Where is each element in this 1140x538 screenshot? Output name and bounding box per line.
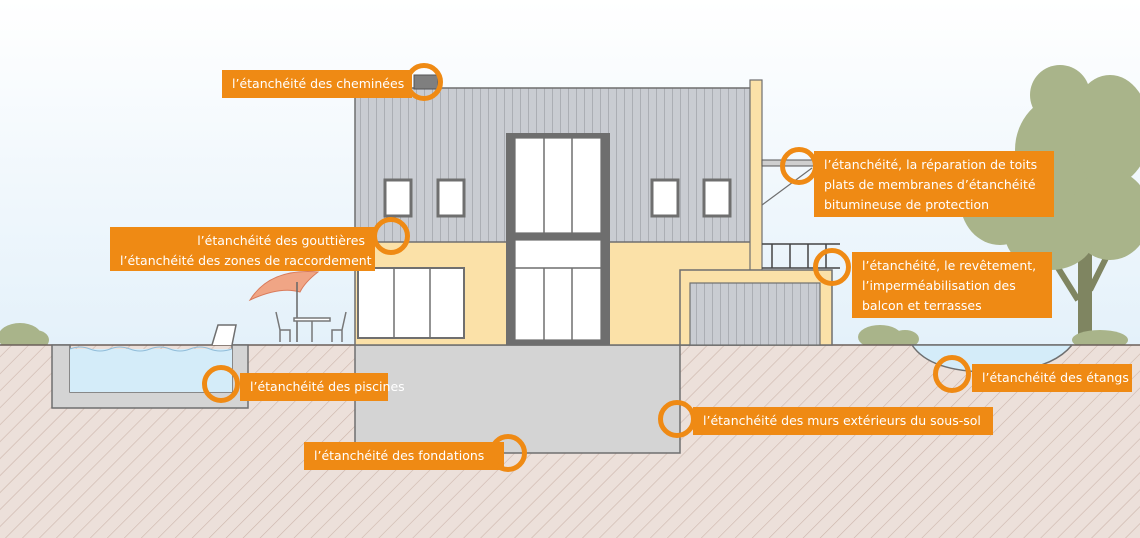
- terrace-furniture: [248, 271, 347, 342]
- basement: [354, 344, 681, 454]
- marker-foundations: [489, 434, 527, 472]
- marker-gutters: [372, 217, 410, 255]
- label-basement-walls: l’étanchéité des murs extérieurs du sous…: [693, 407, 993, 435]
- label-flat-roof: l’étanchéité, la réparation de toits pla…: [814, 151, 1054, 217]
- label-balcony: l’étanchéité, le revêtement, l’imperméab…: [852, 252, 1052, 318]
- label-gutters: l’étanchéité des gouttières l’étanchéité…: [110, 227, 375, 271]
- house: [354, 74, 840, 346]
- label-ponds: l’étanchéité des étangs: [972, 364, 1132, 392]
- marker-pools: [202, 365, 240, 403]
- label-foundations: l’étanchéité des fondations: [304, 442, 504, 470]
- marker-basement-walls: [658, 400, 696, 438]
- marker-flat-roof: [780, 147, 818, 185]
- marker-ponds: [933, 355, 971, 393]
- marker-balcony: [813, 248, 851, 286]
- label-chimneys: l’étanchéité des cheminées: [222, 70, 412, 98]
- marker-chimneys: [405, 63, 443, 101]
- label-pools: l’étanchéité des piscines: [240, 373, 405, 401]
